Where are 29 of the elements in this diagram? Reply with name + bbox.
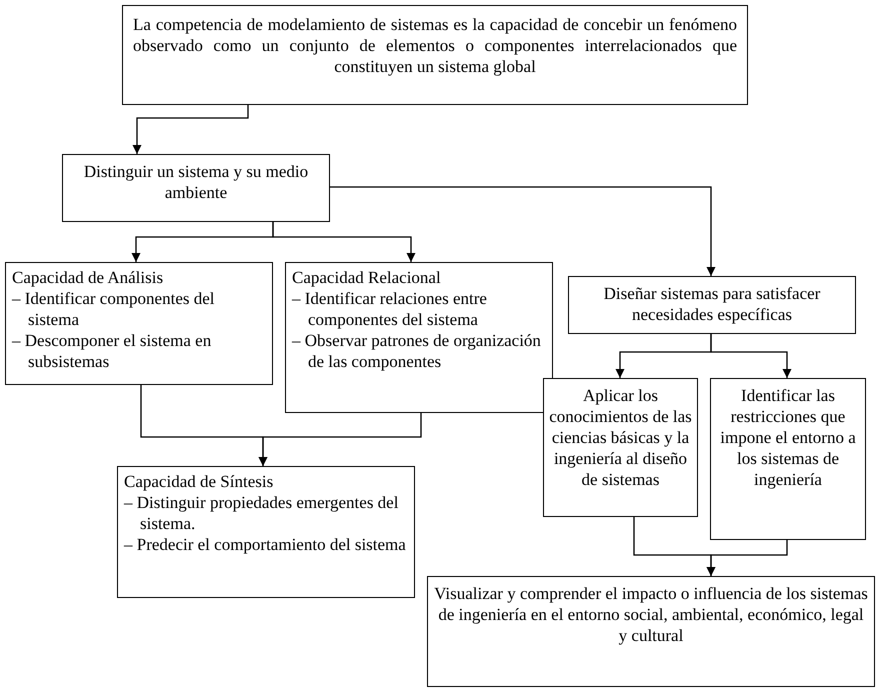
process-box bbox=[543, 378, 698, 517]
process-box bbox=[122, 5, 748, 105]
box-text: Distinguir un sistema y su medio ambiente bbox=[82, 161, 310, 203]
box-text: Identificar las restricciones que impone el entorno a los sistemas de ingeniería bbox=[719, 385, 857, 490]
box-text: Diseñar sistemas para satisfacer necesidades específicas bbox=[602, 283, 822, 325]
box-heading: Capacidad Relacional bbox=[292, 267, 442, 288]
bullet-item: – Observar patrones de organización de las componentes bbox=[292, 330, 542, 372]
box-heading: Capacidad de Análisis bbox=[12, 267, 164, 288]
process-box bbox=[427, 576, 875, 687]
box-text: Aplicar los conocimientos de las ciencias básicas y la ingeniería al diseño de sistemas bbox=[548, 385, 693, 490]
bullet-item: – Identificar componentes del sistema bbox=[12, 288, 216, 330]
box-text: La competencia de modelamiento de sistemas es la capacidad de concebir un fenómeno observado como un conjunto de elementos o componentes interrelacionados que constituyen un sistema global bbox=[133, 14, 737, 77]
connector-arrow bbox=[258, 413, 422, 466]
connector-arrow bbox=[272, 222, 416, 262]
box-heading: Capacidad de Síntesis bbox=[124, 471, 274, 492]
process-box bbox=[568, 276, 856, 334]
process-box bbox=[62, 154, 330, 222]
connector-arrow bbox=[330, 186, 716, 276]
connector-arrow bbox=[706, 540, 788, 576]
bullet-item: – Identificar relaciones entre componentes del sistema bbox=[292, 288, 488, 330]
bullet-item: – Predecir el comportamiento del sistema bbox=[124, 534, 407, 555]
process-box bbox=[710, 378, 866, 540]
connector-arrow bbox=[132, 105, 249, 154]
connector-arrow bbox=[710, 334, 792, 378]
bullet-item: – Descomponer el sistema en subsistemas bbox=[12, 330, 212, 372]
process-box bbox=[117, 466, 415, 598]
box-text: Visualizar y comprender el impacto o influencia de los sistemas de ingeniería en el entorno social, ambiental, económico, legal y cultural bbox=[434, 583, 868, 646]
bullet-item: – Distinguir propiedades emergentes del sistema. bbox=[124, 492, 400, 534]
process-box bbox=[5, 262, 273, 385]
